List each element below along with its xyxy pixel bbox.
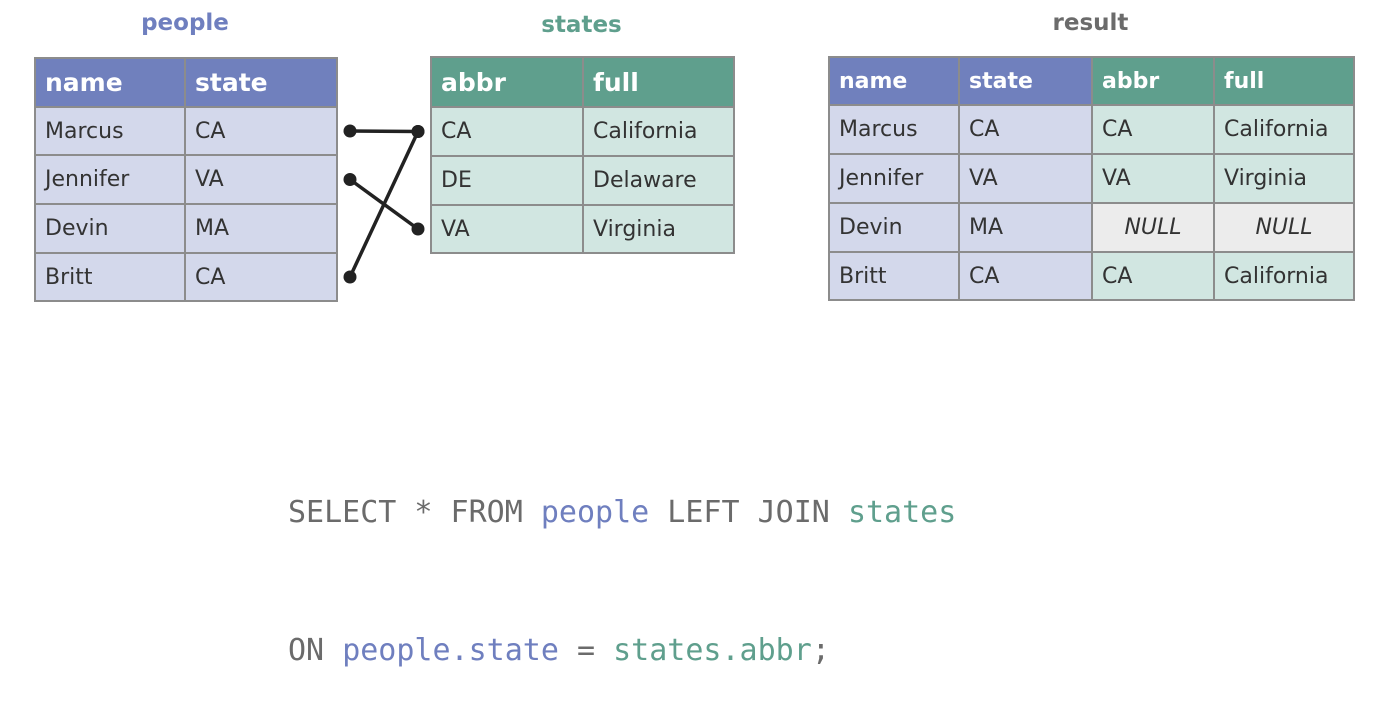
people-cell: CA [184,106,338,156]
sql-query: SELECT * FROM people LEFT JOIN states ON… [288,398,956,720]
result-cell: California [1213,104,1355,155]
result-cell: VA [958,153,1093,204]
states-header-abbr: abbr [430,56,584,108]
sql-table-states: states [847,495,957,530]
join-connectors [343,124,425,284]
sql-line-1: SELECT * FROM people LEFT JOIN states [288,490,956,536]
table-row: Devin MA [34,203,338,254]
table-row: Jennifer VA [34,154,338,205]
result-cell: CA [1091,251,1215,301]
join-dot-left [343,270,357,284]
people-cell: Devin [34,203,186,254]
result-cell: CA [958,251,1093,301]
sql-column-people-state: people.state [342,633,559,668]
sql-keyword: LEFT JOIN [649,495,848,530]
states-cell: California [582,106,735,157]
table-row: VA Virginia [430,204,735,254]
table-row: Devin MA NULL NULL [828,202,1355,253]
result-cell: CA [958,104,1093,155]
states-cell: Delaware [582,155,735,206]
result-cell: Marcus [828,104,960,155]
states-cell: VA [430,204,584,254]
table-row: Jennifer VA VA Virginia [828,153,1355,204]
people-table: name state Marcus CA Jennifer VA Devin M… [34,57,338,302]
states-header-full: full [582,56,735,108]
result-cell: MA [958,202,1093,253]
table-row: CA California [430,106,735,157]
null-cell: NULL [1091,202,1215,253]
result-header-name: name [828,56,960,106]
sql-keyword: SELECT * FROM [288,495,541,530]
result-cell: VA [1091,153,1215,204]
sql-keyword: ON [288,633,343,668]
sql-column-states-abbr: states.abbr [613,633,812,668]
join-dot-right [411,125,425,138]
join-dot-left [343,173,357,186]
people-header-name: name [34,57,186,108]
states-table-title: states [541,12,622,38]
states-cell: DE [430,155,584,206]
table-row: Britt CA CA California [828,251,1355,301]
result-cell: Devin [828,202,960,253]
result-header-abbr: abbr [1091,56,1215,106]
result-header-state: state [958,56,1093,106]
people-cell: VA [184,154,338,205]
people-header-row: name state [34,57,338,108]
result-header-full: full [1213,56,1355,106]
result-table-title: result [1052,10,1129,36]
join-dot-left [343,124,357,138]
sql-line-2: ON people.state = states.abbr; [288,628,956,674]
people-header-state: state [184,57,338,108]
sql-punctuation: ; [811,633,830,668]
people-cell: Marcus [34,106,186,156]
result-cell: CA [1091,104,1215,155]
result-table: name state abbr full Marcus CA CA Califo… [828,56,1355,301]
states-table: abbr full CA California DE Delaware VA V… [430,56,735,254]
result-cell: Jennifer [828,153,960,204]
join-line [348,129,420,279]
table-row: Britt CA [34,252,338,302]
join-dot-right [411,222,425,236]
result-cell: California [1213,251,1355,301]
states-cell: CA [430,106,584,157]
result-header-row: name state abbr full [828,56,1355,106]
people-cell: Jennifer [34,154,186,205]
table-row: Marcus CA [34,106,338,156]
result-cell: Virginia [1213,153,1355,204]
states-header-row: abbr full [430,56,735,108]
table-row: DE Delaware [430,155,735,206]
states-cell: Virginia [582,204,735,254]
sql-table-people: people [540,495,650,530]
people-cell: CA [184,252,338,302]
table-row: Marcus CA CA California [828,104,1355,155]
people-cell: Britt [34,252,186,302]
people-cell: MA [184,203,338,254]
join-line [348,129,420,134]
people-table-title: people [141,10,229,36]
sql-keyword: = [558,633,614,668]
null-cell: NULL [1213,202,1355,253]
result-cell: Britt [828,251,960,301]
